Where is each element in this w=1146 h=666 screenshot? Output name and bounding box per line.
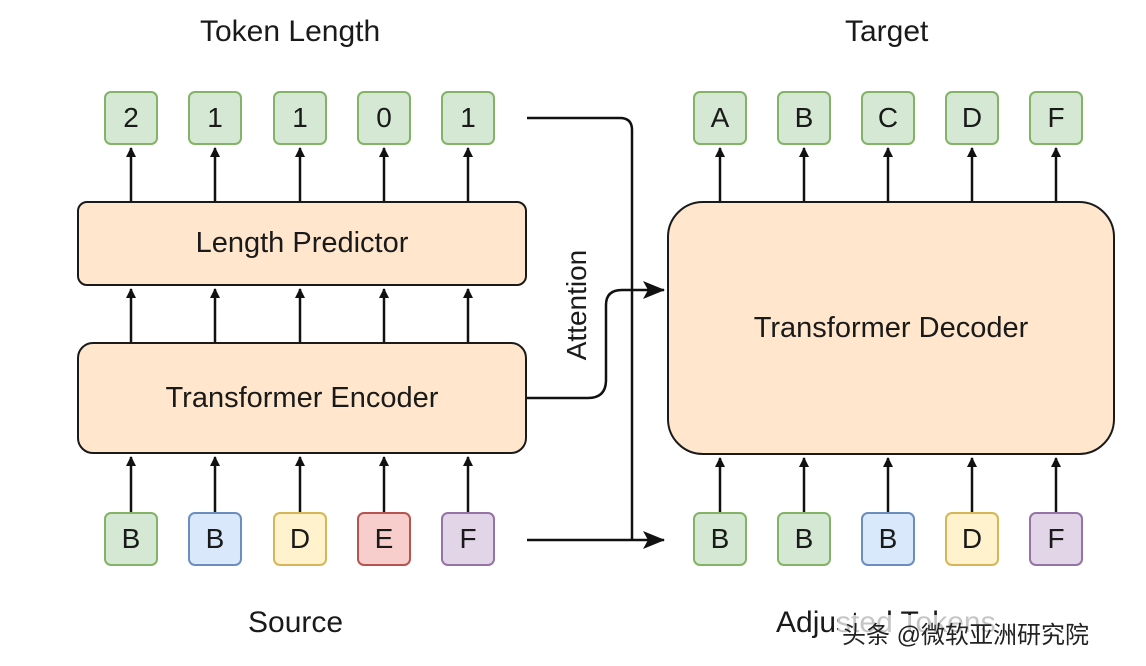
- adjusted-token-box: B: [861, 512, 915, 566]
- adjusted-token-box: F: [1029, 512, 1083, 566]
- adjusted-token-box: D: [945, 512, 999, 566]
- token-length-label: Token Length: [200, 15, 381, 48]
- source-token-box: B: [188, 512, 242, 566]
- source-token-box: E: [357, 512, 411, 566]
- target-token-box: D: [945, 91, 999, 145]
- token-length-box: 0: [357, 91, 411, 145]
- adjusted-token-box: B: [777, 512, 831, 566]
- watermark: 头条 @微软亚洲研究院: [838, 615, 1094, 650]
- target-token-box: B: [777, 91, 831, 145]
- token-length-box: 2: [104, 91, 158, 145]
- source-token-box: F: [441, 512, 495, 566]
- token-length-box: 1: [441, 91, 495, 145]
- length-connector: [527, 116, 634, 540]
- length-predictor-block: Length Predictor: [77, 201, 527, 286]
- token-length-box: 1: [188, 91, 242, 145]
- attention-connector: [527, 281, 665, 400]
- token-length-box: 1: [273, 91, 327, 145]
- transformer-decoder-block: Transformer Decoder: [667, 201, 1115, 455]
- target-token-box: C: [861, 91, 915, 145]
- source-token-box: B: [104, 512, 158, 566]
- target-token-box: A: [693, 91, 747, 145]
- adjusted-token-box: B: [693, 512, 747, 566]
- source-label: Source: [248, 606, 344, 639]
- target-token-box: F: [1029, 91, 1083, 145]
- target-label: Target: [845, 15, 929, 48]
- attention-label: Attention: [561, 249, 592, 361]
- source-token-box: D: [273, 512, 327, 566]
- transformer-encoder-block: Transformer Encoder: [77, 342, 527, 454]
